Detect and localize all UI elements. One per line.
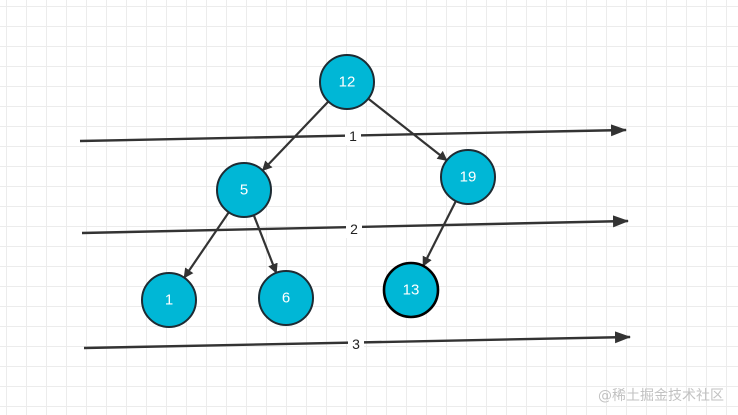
tree-node-12: 12 [319,54,375,110]
tree-node-6: 6 [258,270,314,326]
node-value: 19 [460,169,477,186]
node-circle [216,162,272,218]
node-value: 5 [240,182,248,199]
level-label-background [346,220,362,238]
edge-n19-n13 [422,200,457,267]
level-label-background [348,335,364,353]
tree-node-1: 1 [141,272,197,328]
node-value: 6 [282,290,290,307]
edge-n5-n1 [183,211,230,279]
node-value: 12 [339,74,356,91]
tree-node-19: 19 [440,149,496,205]
node-circle [319,54,375,110]
edge-n12-n19 [367,97,448,161]
node-circle [382,261,440,319]
tree-node-13: 13 [382,261,440,319]
node-value: 1 [165,292,173,309]
node-value: 13 [403,282,420,299]
level-label-3: 3 [352,336,360,352]
edge-n5-n6 [252,214,278,274]
watermark: @稀土掘金技术社区 [598,388,724,404]
level-label-background [345,127,361,145]
node-circle [141,272,197,328]
level-label-1: 1 [349,128,357,144]
edge-n12-n5 [261,100,330,172]
node-circle [440,149,496,205]
level-label-2: 2 [350,221,358,237]
tree-node-5: 5 [216,162,272,218]
node-circle [258,270,314,326]
